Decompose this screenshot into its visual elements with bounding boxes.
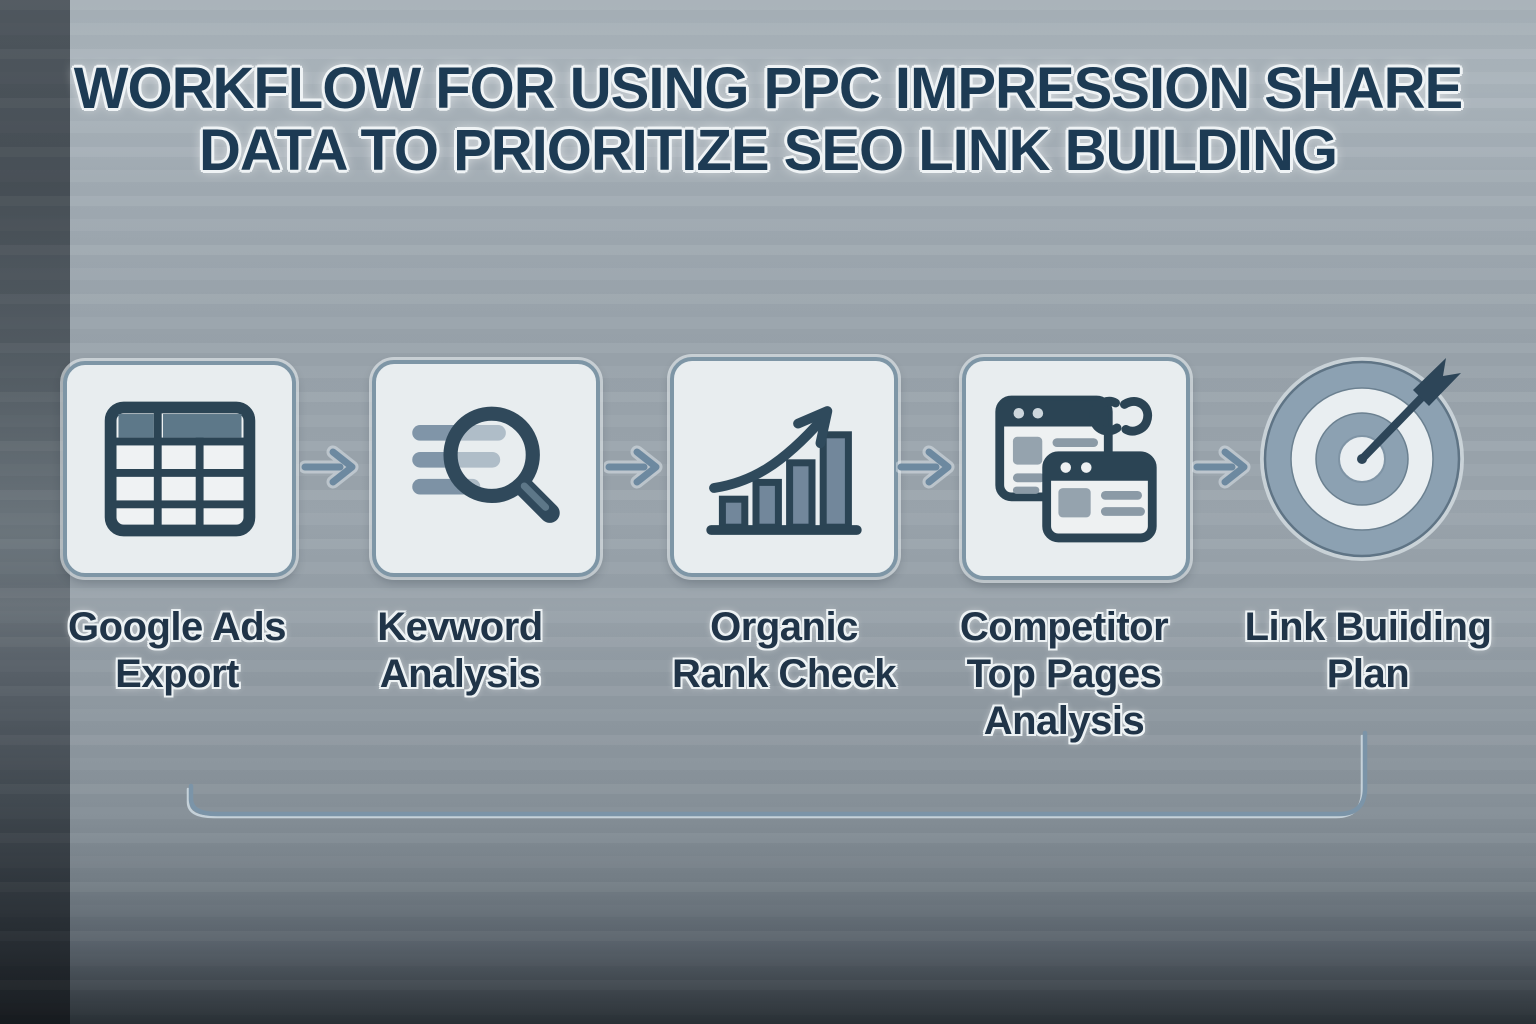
- step-label-google-ads-export: Google Ads Export: [37, 604, 317, 698]
- label-line: Plan: [1326, 652, 1410, 696]
- page-title-line-1: WORKFLOW FOR USING PPC IMPRESSION SHARE: [73, 56, 1464, 121]
- target-arrow-icon: [1260, 357, 1464, 561]
- label-line: Rank Check: [672, 652, 896, 696]
- label-line: Analysis: [983, 699, 1145, 743]
- page-title: WORKFLOW FOR USING PPC IMPRESSION SHARE …: [0, 58, 1536, 182]
- label-line: Google Ads: [68, 605, 286, 649]
- label-line: Organic: [710, 605, 858, 649]
- flow-arrow-4: [1192, 445, 1251, 489]
- step-card-organic-rank-check: [670, 357, 898, 577]
- step-card-competitor-top-pages: [962, 357, 1190, 580]
- magnifier-keyword-icon: [412, 406, 560, 523]
- flow-arrow-3: [896, 445, 955, 489]
- step-label-competitor-top-pages: Competitor Top Pages Analysis: [914, 604, 1214, 745]
- browser-windows-link-icon: [995, 395, 1157, 542]
- label-line: Link Buiiding: [1244, 605, 1492, 649]
- table-icon: [104, 401, 255, 537]
- label-line: Kevword: [377, 605, 543, 649]
- step-card-keyword-analysis: [372, 360, 600, 577]
- label-line: Top Pages: [966, 652, 1162, 696]
- label-line: Competitor: [959, 605, 1169, 649]
- step-label-keyword-analysis: Kevword Analysis: [320, 604, 600, 698]
- page-title-line-2: DATA TO PRIORITIZE SEO LINK BUILDING: [199, 118, 1338, 183]
- step-label-link-building-plan: Link Buiiding Plan: [1208, 604, 1528, 698]
- flow-arrow-2: [604, 445, 663, 489]
- label-line: Analysis: [379, 652, 541, 696]
- bar-chart-growth-icon: [706, 406, 862, 535]
- label-line: Export: [115, 652, 239, 696]
- step-label-organic-rank-check: Organic Rank Check: [634, 604, 934, 698]
- step-card-google-ads-export: [63, 361, 296, 577]
- flow-arrow-1: [300, 445, 359, 489]
